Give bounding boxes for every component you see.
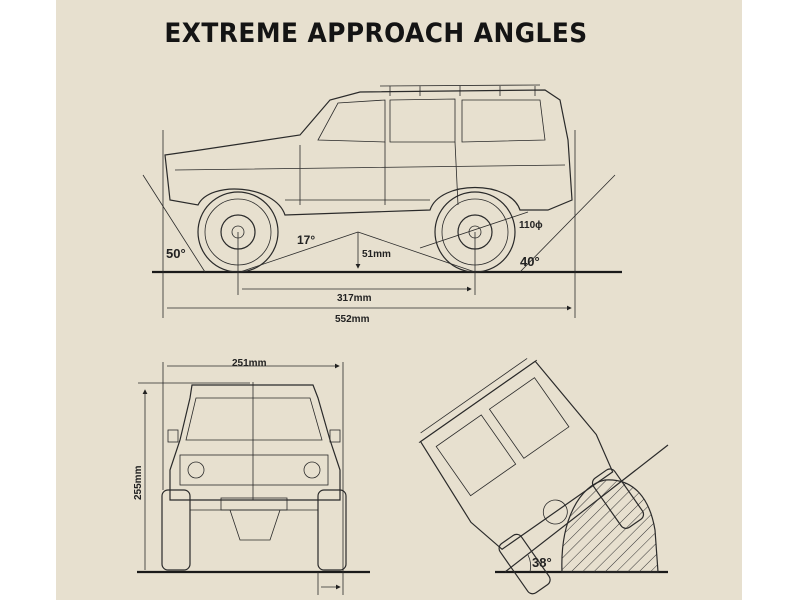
front-view-vehicle xyxy=(137,362,370,595)
windows xyxy=(317,98,546,143)
vehicle-body xyxy=(169,384,341,501)
wheelbase-label: 317mm xyxy=(337,293,372,304)
tire-diameter-label: 110ϕ xyxy=(519,220,543,231)
breakover-angle-label: 17° xyxy=(297,233,315,247)
side-view-vehicle xyxy=(142,84,622,318)
departure-angle-label: 40° xyxy=(520,254,540,269)
height-label: 255mm xyxy=(133,465,144,500)
rock xyxy=(561,479,659,573)
right-tire xyxy=(317,489,347,571)
tilt-view-vehicle xyxy=(418,358,669,595)
page-title: EXTREME APPROACH ANGLES xyxy=(164,18,588,49)
left-tire xyxy=(161,489,191,571)
ground-clearance-label: 51mm xyxy=(362,249,391,260)
roof-rack xyxy=(379,84,541,96)
length-label: 552mm xyxy=(335,314,370,325)
vehicle-body xyxy=(164,89,573,216)
approach-angle-label: 50° xyxy=(166,246,186,261)
width-label: 251mm xyxy=(232,358,267,369)
windshield xyxy=(185,397,323,441)
tilt-angle-label: 38° xyxy=(532,555,552,570)
